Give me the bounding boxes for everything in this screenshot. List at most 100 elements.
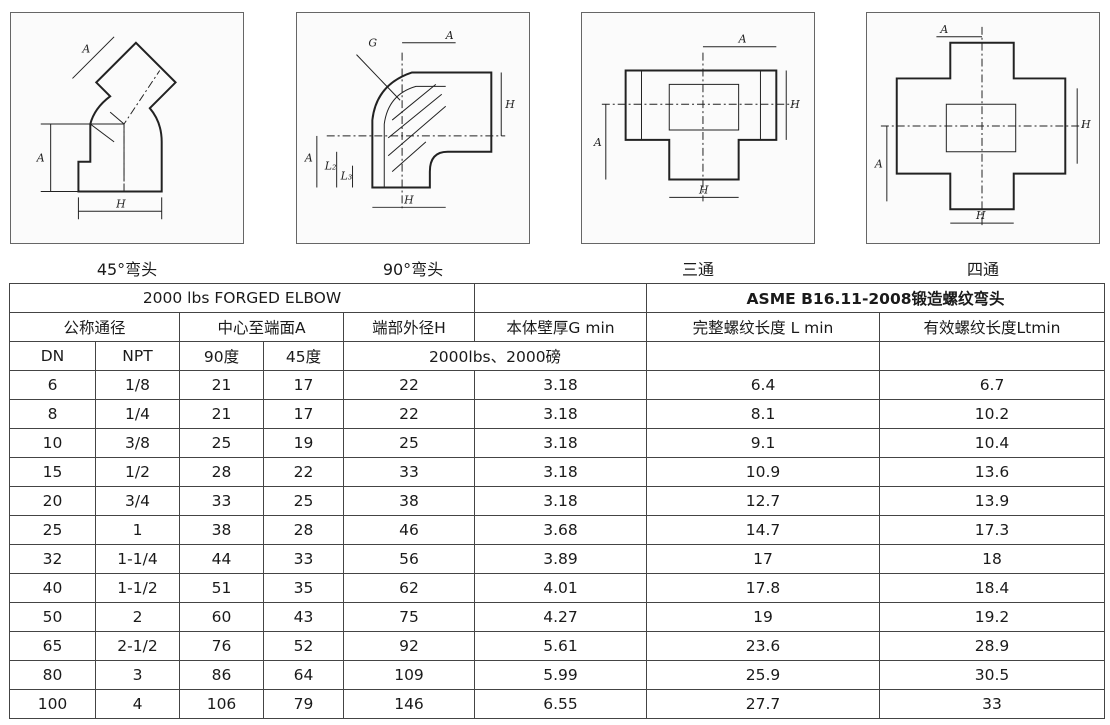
- tee-icon: A H A H: [593, 33, 800, 202]
- table-cell: 21: [179, 370, 264, 400]
- table-cell: 1-1/2: [95, 573, 180, 603]
- table-cell: 17: [646, 544, 881, 574]
- title-blank: [474, 283, 648, 313]
- table-cell: 22: [342, 370, 476, 400]
- table-cell: 15: [9, 457, 96, 487]
- header-center-to-end: 中心至端面A: [179, 312, 344, 342]
- table-cell: 25.9: [646, 660, 881, 690]
- svg-text:A: A: [593, 136, 602, 149]
- table-cell: 20: [9, 486, 96, 516]
- table-cell: 25: [179, 428, 264, 458]
- table-cell: 1/2: [95, 457, 180, 487]
- table-cell: 3.68: [474, 515, 648, 545]
- table-cell: 4.27: [474, 602, 648, 632]
- table-cell: 17.8: [646, 573, 881, 603]
- table-cell: 5.99: [474, 660, 648, 690]
- elbow-spec-table: 2000 lbs FORGED ELBOW ASME B16.11-2008锻造…: [8, 283, 1106, 719]
- table-cell: 6.7: [879, 370, 1106, 400]
- table-cell: 38: [179, 515, 264, 545]
- table-cell: 100: [9, 689, 96, 719]
- table-cell: 21: [179, 399, 264, 429]
- table-cell: 10: [9, 428, 96, 458]
- table-cell: 6.55: [474, 689, 648, 719]
- table-cell: 1/4: [95, 399, 180, 429]
- table-cell: 1: [95, 515, 180, 545]
- table-cell: 64: [263, 660, 344, 690]
- header-nominal: 公称通径: [9, 312, 180, 342]
- table-cell: 17: [263, 399, 344, 429]
- table-cell: 35: [263, 573, 344, 603]
- table-cell: 3.18: [474, 428, 648, 458]
- table-cell: 33: [263, 544, 344, 574]
- svg-text:L₂: L₂: [324, 160, 337, 173]
- table-cell: 27.7: [646, 689, 881, 719]
- svg-text:H: H: [115, 197, 126, 210]
- table-cell: 3.18: [474, 457, 648, 487]
- elbow-90-drawing: A H A L₂ L₃ H G: [296, 12, 530, 244]
- table-cell: 28: [179, 457, 264, 487]
- table-cell: 3/4: [95, 486, 180, 516]
- table-cell: 3: [95, 660, 180, 690]
- subheader-dn: DN: [9, 341, 96, 371]
- table-cell: 3/8: [95, 428, 180, 458]
- table-cell: 52: [263, 631, 344, 661]
- subheader-blank-2: [879, 341, 1106, 371]
- header-full-thread: 完整螺纹长度 L min: [646, 312, 881, 342]
- title-row: 2000 lbs FORGED ELBOW ASME B16.11-2008锻造…: [8, 283, 1106, 313]
- header-row: 公称通径 中心至端面A 端部外径H 本体壁厚G min 完整螺纹长度 L min…: [9, 312, 1106, 342]
- table-cell: 51: [179, 573, 264, 603]
- header-wall: 本体壁厚G min: [474, 312, 648, 342]
- header-eff-thread: 有效螺纹长度Ltmin: [879, 312, 1106, 342]
- table-cell: 60: [179, 602, 264, 632]
- subheader-blank-1: [646, 341, 881, 371]
- table-cell: 28.9: [879, 631, 1106, 661]
- svg-text:H: H: [403, 193, 414, 206]
- table-cell: 65: [9, 631, 96, 661]
- svg-text:H: H: [698, 183, 709, 196]
- table-cell: 25: [342, 428, 476, 458]
- table-cell: 62: [342, 573, 476, 603]
- svg-text:A: A: [738, 33, 747, 46]
- table-cell: 28: [263, 515, 344, 545]
- table-cell: 76: [179, 631, 264, 661]
- subheader-row: DN NPT 90度 45度 2000lbs、2000磅: [9, 341, 1106, 371]
- svg-text:A: A: [36, 152, 45, 165]
- table-cell: 92: [342, 631, 476, 661]
- table-cell: 2-1/2: [95, 631, 180, 661]
- table-cell: 50: [9, 602, 96, 632]
- svg-text:H: H: [504, 98, 515, 111]
- table-cell: 6.4: [646, 370, 881, 400]
- svg-text:A: A: [304, 152, 313, 165]
- table-cell: 10.2: [879, 399, 1106, 429]
- table-cell: 43: [263, 602, 344, 632]
- table-cell: 17.3: [879, 515, 1106, 545]
- table-cell: 30.5: [879, 660, 1106, 690]
- title-left: 2000 lbs FORGED ELBOW: [8, 283, 476, 313]
- table-cell: 4.01: [474, 573, 648, 603]
- elbow-45-icon: A A H: [36, 36, 177, 220]
- title-right: ASME B16.11-2008锻造螺纹弯头: [646, 283, 1106, 313]
- elbow-90-icon: A H A L₂ L₃ H G: [304, 29, 515, 212]
- svg-text:A: A: [81, 43, 90, 56]
- table-cell: 109: [342, 660, 476, 690]
- table-cell: 14.7: [646, 515, 881, 545]
- table-cell: 46: [342, 515, 476, 545]
- table-cell: 56: [342, 544, 476, 574]
- subheader-npt: NPT: [95, 341, 180, 371]
- table-cell: 86: [179, 660, 264, 690]
- table-cell: 33: [179, 486, 264, 516]
- table-cell: 22: [263, 457, 344, 487]
- svg-text:H: H: [975, 209, 986, 222]
- table-cell: 19: [646, 602, 881, 632]
- svg-text:A: A: [939, 23, 948, 36]
- table-cell: 13.6: [879, 457, 1106, 487]
- cross-caption: 四通: [966, 260, 999, 279]
- table-cell: 23.6: [646, 631, 881, 661]
